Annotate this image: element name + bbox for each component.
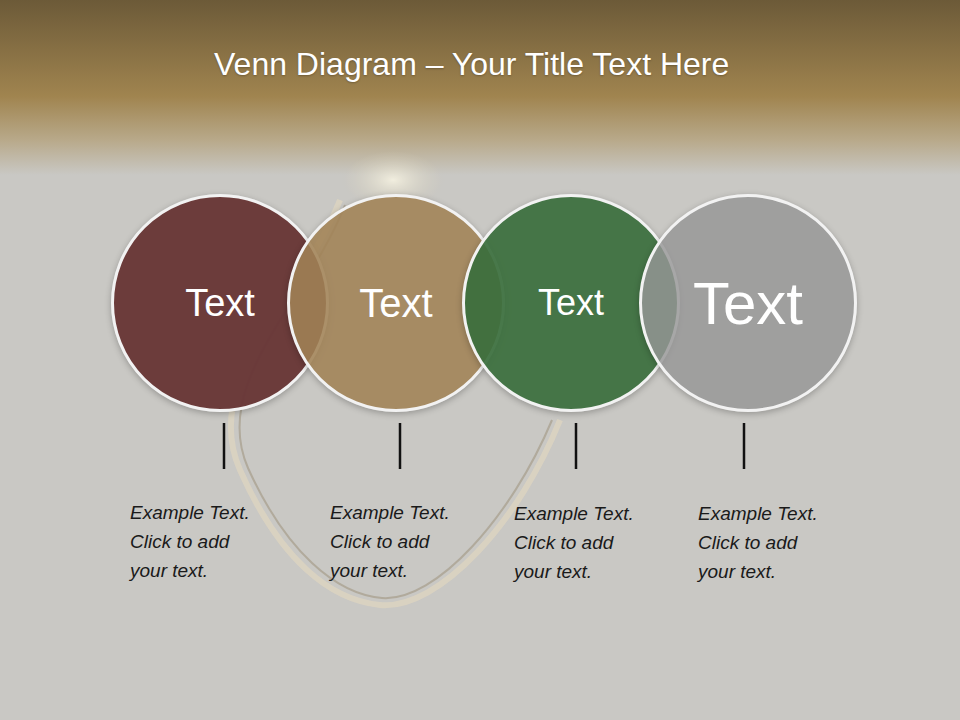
slide-title: Venn Diagram – Your Title Text Here	[214, 46, 729, 83]
leader-line	[743, 423, 746, 469]
leader-line	[575, 423, 578, 469]
example-note: Example Text. Click to add your text.	[130, 498, 268, 585]
example-note: Example Text. Click to add your text.	[514, 499, 652, 586]
leader-line	[399, 423, 402, 469]
example-note: Example Text. Click to add your text.	[330, 498, 468, 585]
leader-line	[223, 423, 226, 469]
leader-lines	[224, 423, 744, 469]
circle-label: Text	[185, 282, 255, 325]
example-note: Example Text. Click to add your text.	[698, 499, 836, 586]
venn-circle: Text	[639, 194, 857, 412]
circle-label: Text	[693, 269, 803, 338]
circle-label: Text	[538, 282, 604, 324]
top-band	[0, 0, 960, 175]
circle-label: Text	[359, 281, 432, 326]
